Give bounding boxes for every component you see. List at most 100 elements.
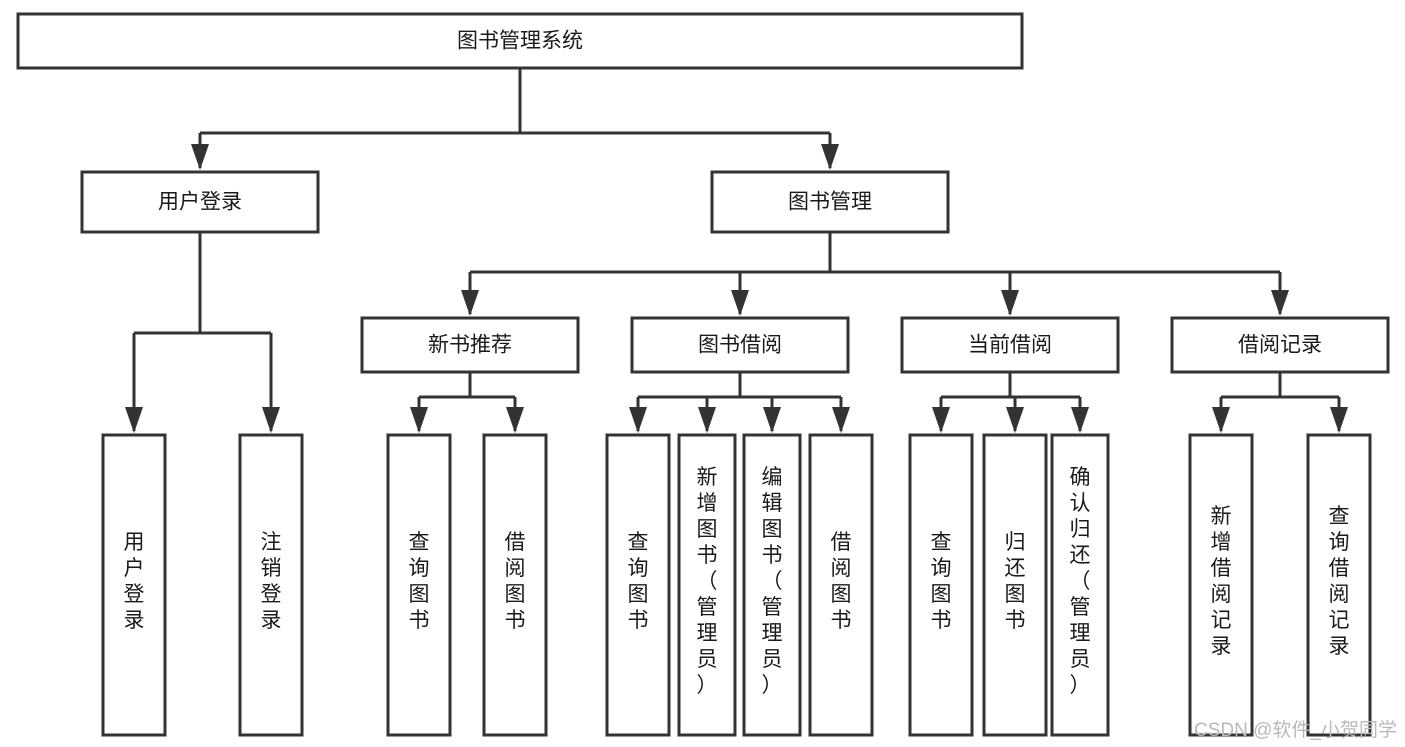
leaf-user-login-box[interactable] xyxy=(101,433,167,737)
svg-text:员: 员 xyxy=(1070,648,1091,671)
svg-text:图: 图 xyxy=(762,518,783,541)
svg-text:图: 图 xyxy=(505,583,526,606)
svg-text:借: 借 xyxy=(1211,557,1232,580)
svg-text:书: 书 xyxy=(762,544,783,567)
svg-text:查: 查 xyxy=(931,531,952,554)
arrow-head-icon xyxy=(731,290,749,316)
svg-text:图: 图 xyxy=(931,583,952,606)
svg-text:录: 录 xyxy=(261,609,282,632)
svg-text:）: ） xyxy=(762,674,783,697)
leaf-logout-login-box[interactable] xyxy=(238,433,304,737)
svg-text:书: 书 xyxy=(628,609,649,632)
level3-current-borrow-node[interactable]: 当前借阅 xyxy=(900,316,1120,374)
arrow-head-icon xyxy=(821,144,839,170)
leaf-add-book-admin-box[interactable] xyxy=(677,433,737,737)
svg-text:）: ） xyxy=(1070,674,1091,697)
leaf-confirm-return-admin-box[interactable] xyxy=(1050,433,1110,737)
leaf-query-book-borrow-box[interactable] xyxy=(605,433,671,737)
level2-user-login-label: 用户登录 xyxy=(158,191,242,214)
level2-book-management-label: 图书管理 xyxy=(788,191,872,214)
level3-new-book-recommend-node[interactable]: 新书推荐 xyxy=(360,316,580,374)
svg-text:归: 归 xyxy=(1005,531,1026,554)
leaf-borrow-book-recommend-box[interactable] xyxy=(482,433,548,737)
level3-borrow-record-box[interactable] xyxy=(1170,316,1390,374)
svg-text:还: 还 xyxy=(1070,544,1091,567)
leaf-user-login-node[interactable]: 用户登录 xyxy=(101,433,167,737)
level3-new-book-recommend-label: 新书推荐 xyxy=(428,334,512,357)
root-root-node[interactable]: 图书管理系统 xyxy=(16,12,1024,70)
leaf-query-book-recommend-box[interactable] xyxy=(386,433,452,737)
level3-new-book-recommend-box[interactable] xyxy=(360,316,580,374)
arrow-head-icon xyxy=(191,144,209,170)
svg-text:归: 归 xyxy=(1070,518,1091,541)
leaf-add-borrow-record-box[interactable] xyxy=(1188,433,1254,737)
svg-text:理: 理 xyxy=(762,622,783,645)
arrow-head-icon xyxy=(1006,407,1024,433)
svg-text:书: 书 xyxy=(697,544,718,567)
arrow-head-icon xyxy=(1071,407,1089,433)
svg-text:书: 书 xyxy=(409,609,430,632)
arrow-head-icon xyxy=(932,407,950,433)
svg-text:询: 询 xyxy=(409,557,430,580)
leaf-return-book-box[interactable] xyxy=(982,433,1048,737)
level3-book-borrow-node[interactable]: 图书借阅 xyxy=(630,316,850,374)
svg-text:询: 询 xyxy=(628,557,649,580)
arrow-head-icon xyxy=(410,407,428,433)
svg-text:增: 增 xyxy=(1211,531,1232,554)
svg-text:新: 新 xyxy=(697,466,718,489)
svg-text:录: 录 xyxy=(1329,635,1350,658)
level2-user-login-node[interactable]: 用户登录 xyxy=(80,170,320,234)
leaf-query-borrow-record-box[interactable] xyxy=(1306,433,1372,737)
svg-text:阅: 阅 xyxy=(1329,583,1350,606)
level2-book-management-box[interactable] xyxy=(710,170,950,234)
level2-book-management-node[interactable]: 图书管理 xyxy=(710,170,950,234)
svg-text:记: 记 xyxy=(1211,609,1232,632)
svg-text:阅: 阅 xyxy=(831,557,852,580)
level3-current-borrow-label: 当前借阅 xyxy=(968,334,1052,357)
svg-text:书: 书 xyxy=(931,609,952,632)
svg-text:编: 编 xyxy=(762,466,783,489)
svg-text:增: 增 xyxy=(697,492,718,515)
level3-current-borrow-box[interactable] xyxy=(900,316,1120,374)
arrow-head-icon xyxy=(763,407,781,433)
svg-text:管: 管 xyxy=(697,596,718,619)
svg-text:（: （ xyxy=(1070,570,1091,593)
svg-text:员: 员 xyxy=(762,648,783,671)
svg-text:认: 认 xyxy=(1070,492,1091,515)
leaf-edit-book-admin-box[interactable] xyxy=(742,433,802,737)
level3-borrow-record-node[interactable]: 借阅记录 xyxy=(1170,316,1390,374)
level3-borrow-record-label: 借阅记录 xyxy=(1238,334,1322,357)
svg-text:员: 员 xyxy=(697,648,718,671)
level3-book-borrow-box[interactable] xyxy=(630,316,850,374)
watermark-label: CSDN @软件_小贺同学 xyxy=(1194,720,1397,741)
svg-text:借: 借 xyxy=(1329,557,1350,580)
leaf-borrow-book-box[interactable] xyxy=(808,433,874,737)
arrow-head-icon xyxy=(832,407,850,433)
arrow-head-icon xyxy=(1212,407,1230,433)
level3-book-borrow-label: 图书借阅 xyxy=(698,334,782,357)
arrow-head-icon xyxy=(1001,290,1019,316)
leaf-query-book-current-box[interactable] xyxy=(908,433,974,737)
level2-user-login-box[interactable] xyxy=(80,170,320,234)
root-root-box[interactable] xyxy=(16,12,1024,70)
